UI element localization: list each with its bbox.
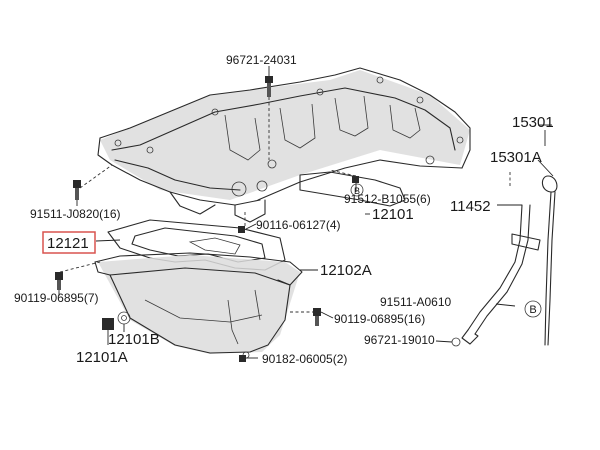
gasket-12101b — [117, 311, 131, 325]
callout-b-dipstick: B — [524, 300, 542, 318]
label-15301a[interactable]: 15301A — [490, 149, 542, 166]
plug-90182-06005 — [239, 355, 246, 362]
bolt-91511-j0820 — [73, 180, 81, 200]
bolt-90119-06895-16 — [313, 308, 321, 326]
bolt-91512-b1055 — [352, 176, 359, 183]
label-15301[interactable]: 15301 — [512, 114, 554, 131]
label-12121[interactable]: 12121 — [47, 235, 89, 252]
label-96721-24031[interactable]: 96721-24031 — [226, 53, 297, 67]
nut-90116-06127 — [238, 226, 245, 233]
clip-96721-19010 — [451, 337, 461, 347]
svg-text:B: B — [529, 304, 536, 316]
bolt-90119-06895-7 — [55, 272, 63, 290]
label-91511-a0610[interactable]: 91511-A0610 — [380, 295, 452, 309]
stud-96721-24031 — [265, 76, 273, 97]
label-91511-j0820[interactable]: 91511-J0820(16) — [30, 207, 121, 221]
label-91512-b1055[interactable]: 91512-B1055(6) — [344, 192, 431, 206]
label-90119-06895-16[interactable]: 90119-06895(16) — [334, 312, 425, 326]
leader-lines — [58, 66, 554, 359]
label-12101b[interactable]: 12101B — [108, 331, 160, 348]
dipstick-guide — [461, 204, 541, 345]
callout-b-upper: B — [350, 183, 364, 197]
label-12102a[interactable]: 12102A — [320, 262, 372, 279]
svg-text:B: B — [354, 186, 360, 196]
dipstick — [541, 175, 558, 346]
label-12101a[interactable]: 12101A — [76, 349, 128, 366]
highlight-box-12121 — [42, 231, 96, 254]
label-90119-06895-7[interactable]: 90119-06895(7) — [14, 291, 99, 305]
label-96721-19010[interactable]: 96721-19010 — [364, 333, 435, 347]
label-12101[interactable]: 12101 — [372, 206, 414, 223]
label-11452[interactable]: 11452 — [450, 198, 491, 215]
label-90116-06127[interactable]: 90116-06127(4) — [256, 218, 341, 232]
drain-plug-12101a — [102, 318, 114, 330]
label-90182-06005[interactable]: 90182-06005(2) — [262, 352, 347, 366]
